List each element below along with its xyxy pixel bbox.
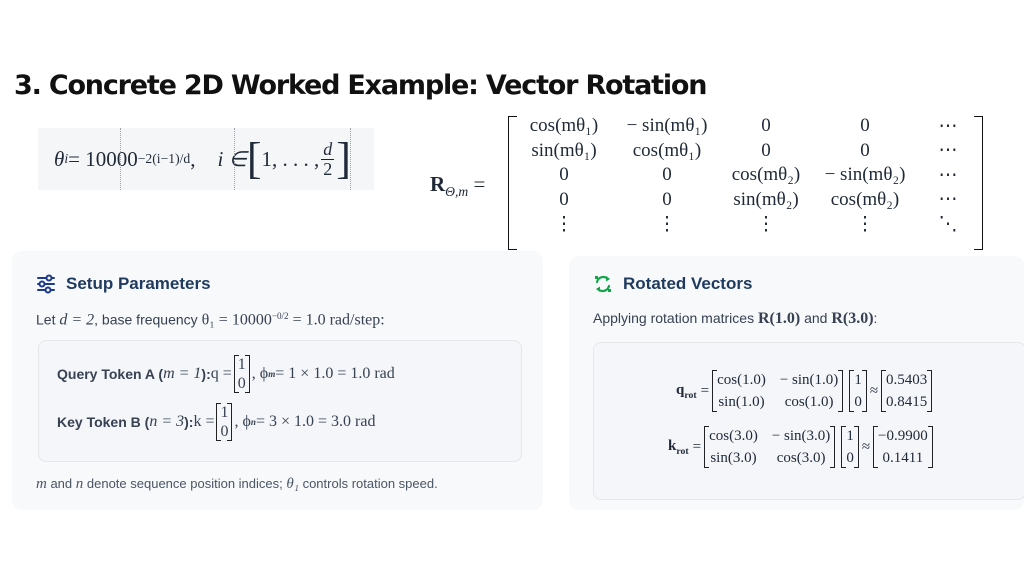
matrix-cell: 0 [860, 115, 870, 137]
theta-comma: , [190, 146, 196, 171]
setup-heading-text: Setup Parameters [66, 274, 211, 293]
matrix-cell: − sin(mθ₁) [626, 115, 708, 137]
matrix-cell: 0 [662, 188, 672, 210]
bracket-left: [ [246, 134, 262, 183]
matrix-cell: − sin(mθ₂) [824, 164, 906, 186]
matrix-cell: 0 [761, 115, 771, 137]
index-set: i ∈ [217, 146, 247, 171]
q-rot-equation: qrot = cos(1.0)− sin(1.0) sin(1.0)cos(1.… [676, 370, 935, 412]
setup-note: m and n denote sequence position indices… [36, 476, 438, 492]
dotted-guide [120, 128, 121, 190]
matrix-cell: ⋯ [938, 140, 958, 162]
k-rot-equation: krot = cos(3.0)− sin(3.0) sin(3.0)cos(3.… [668, 426, 936, 468]
setup-heading: Setup Parameters [36, 274, 211, 294]
matrix-cell: 0 [559, 164, 569, 186]
matrix-cell: ⋱ [938, 213, 958, 235]
matrix-cell: cos(mθ₂) [830, 188, 900, 210]
rotated-heading-text: Rotated Vectors [623, 274, 753, 293]
sliders-icon [37, 274, 55, 294]
rotated-box: qrot = cos(1.0)− sin(1.0) sin(1.0)cos(1.… [593, 342, 1024, 500]
rotated-intro: Applying rotation matrices R(1.0) and R(… [593, 310, 878, 327]
setup-parameters-card: Setup Parameters Let d = 2, base frequen… [12, 251, 543, 510]
matrix-cell: ⋮ [657, 213, 677, 235]
matrix-cell: sin(mθ₂) [733, 188, 799, 210]
matrix-cell: cos(mθ₂) [731, 164, 801, 186]
rotated-vectors-card: Rotated Vectors Applying rotation matric… [569, 256, 1024, 510]
matrix-cell: sin(mθ₁) [531, 139, 597, 161]
q-rotation-matrix: cos(1.0)− sin(1.0) sin(1.0)cos(1.0) [712, 370, 844, 412]
k-rotation-matrix: cos(3.0)− sin(3.0) sin(3.0)cos(3.0) [704, 426, 836, 468]
rotate-arrows-icon [595, 275, 611, 293]
range-start: 1, . . . , [261, 146, 320, 171]
matrix-bracket-left [508, 116, 517, 250]
matrix-cell: 0 [860, 139, 870, 161]
matrix-label: RΘ,m = [430, 172, 486, 200]
theta-subscript: i [64, 151, 69, 166]
dotted-guide [350, 128, 351, 190]
matrix-cell: ⋮ [756, 213, 776, 235]
theta-exponent: −2(i−1)/d [137, 151, 191, 166]
matrix-cell: cos(mθ₁) [529, 115, 599, 137]
page-title: 3. Concrete 2D Worked Example: Vector Ro… [14, 70, 707, 101]
matrix-cell: ⋯ [938, 164, 958, 186]
matrix-cell: ⋯ [938, 189, 958, 211]
dotted-guide [234, 128, 235, 190]
matrix-cell: cos(mθ₁) [632, 139, 702, 161]
matrix-cell: ⋮ [554, 213, 574, 235]
matrix-cell: 0 [559, 188, 569, 210]
theta-symbol: θ [54, 146, 65, 171]
bracket-right: ] [336, 134, 351, 183]
setup-intro: Let d = 2, base frequency θ₁ = 10000−0/2… [36, 311, 385, 329]
matrix-bracket-right [974, 116, 983, 250]
theta-equals: = 10000 [68, 146, 138, 171]
matrix-cell: ⋯ [938, 115, 958, 137]
matrix-cell: 0 [761, 139, 771, 161]
rotated-heading: Rotated Vectors [593, 274, 752, 294]
matrix-cell: ⋮ [855, 213, 875, 235]
matrix-cell: 0 [662, 164, 672, 186]
